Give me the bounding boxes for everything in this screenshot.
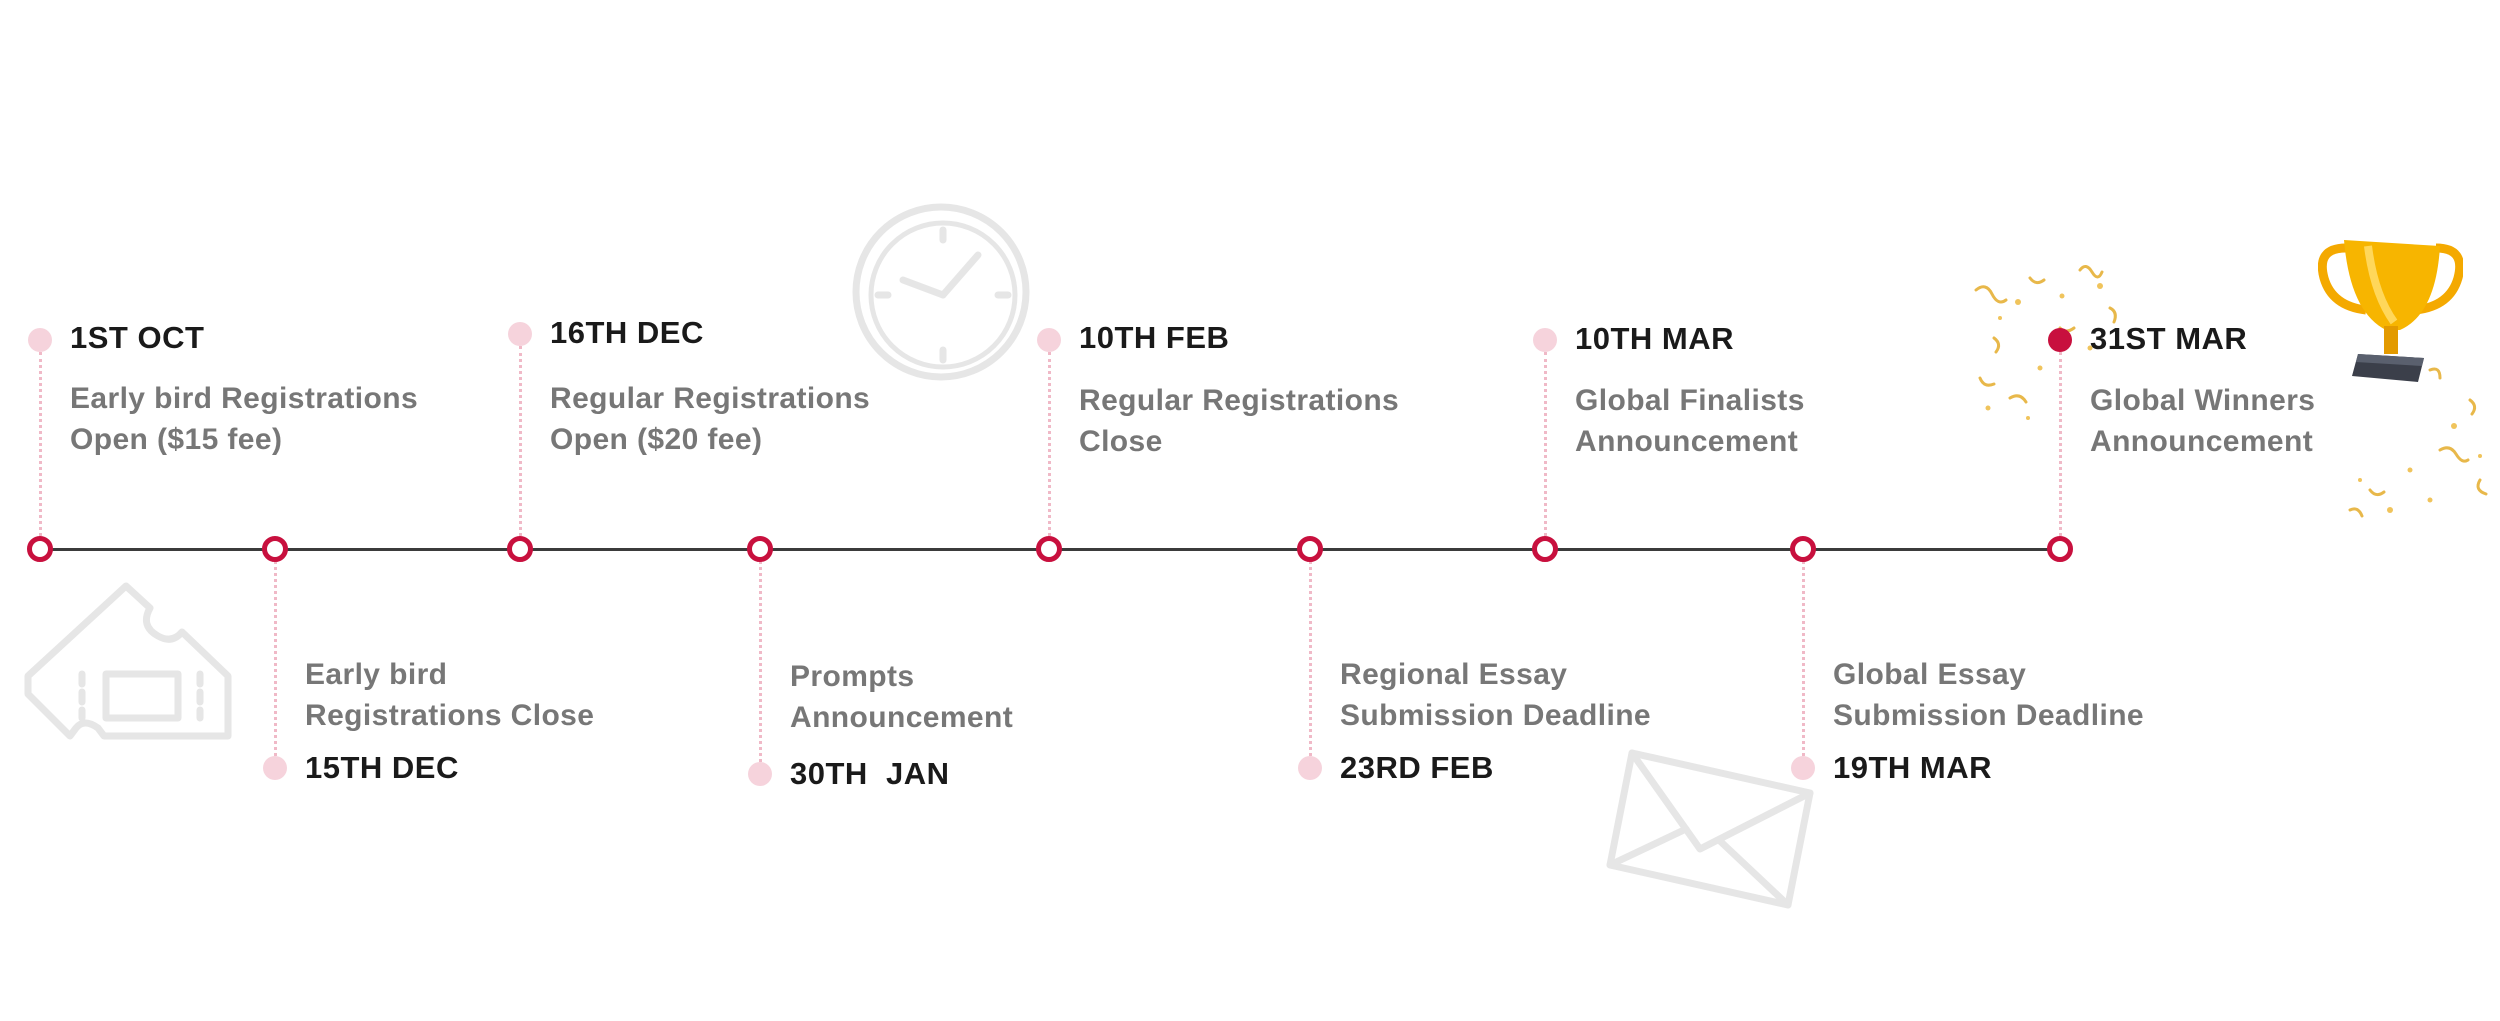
milestone-dot: [508, 322, 532, 346]
trophy-icon: [2318, 240, 2463, 382]
timeline-node: [1297, 536, 1323, 562]
timeline-node: [1790, 536, 1816, 562]
clock-icon: [852, 203, 1030, 381]
milestone-dot: [1037, 328, 1061, 352]
description-line: Regular Registrations: [1079, 384, 1400, 417]
description-line: Prompts: [790, 660, 915, 693]
envelope-icon: [1606, 749, 1814, 909]
description-line: Close: [1079, 425, 1163, 458]
milestone-connector: [274, 549, 277, 768]
description-line: Global Winners: [2090, 384, 2316, 417]
description-line: Open ($15 fee): [70, 423, 283, 456]
milestone-dot: [1298, 756, 1322, 780]
milestone-date: 19TH MAR: [1833, 750, 1993, 785]
milestone-connector: [1802, 549, 1805, 768]
description-line: Regular Registrations: [550, 382, 871, 415]
milestone-dot: [2048, 328, 2072, 352]
description-line: Announcement: [2090, 425, 2314, 458]
description-line: Announcement: [790, 701, 1014, 734]
description-line: Submission Deadline: [1340, 699, 1651, 732]
milestone-dot: [1533, 328, 1557, 352]
milestone-date: 16TH DEC: [550, 315, 704, 350]
timeline-node: [747, 536, 773, 562]
timeline-node: [1036, 536, 1062, 562]
milestone-dot: [1791, 756, 1815, 780]
description-line: Open ($20 fee): [550, 423, 763, 456]
milestone-dot: [28, 328, 52, 352]
milestone-connector: [1309, 549, 1312, 768]
description-line: Regional Essay: [1340, 658, 1568, 691]
description-line: Early bird: [305, 658, 448, 691]
milestone-dot: [748, 762, 772, 786]
milestone-date: 15TH DEC: [305, 750, 459, 785]
milestone-connector: [759, 549, 762, 774]
timeline-node: [27, 536, 53, 562]
milestone-date: 10TH FEB: [1079, 320, 1230, 355]
timeline-node: [262, 536, 288, 562]
ticket-icon: [24, 582, 232, 740]
timeline-node: [2047, 536, 2073, 562]
description-line: Submission Deadline: [1833, 699, 2144, 732]
milestone-date: 31ST MAR: [2090, 321, 2248, 356]
milestone-date: 30TH JAN: [790, 756, 950, 791]
milestone-dot: [263, 756, 287, 780]
milestone-date: 10TH MAR: [1575, 321, 1735, 356]
description-line: Announcement: [1575, 425, 1799, 458]
confetti-icon: [2348, 367, 2488, 518]
milestone-connector: [39, 352, 42, 549]
milestone-date: 1ST OCT: [70, 320, 205, 355]
description-line: Early bird Registrations: [70, 382, 419, 415]
milestone-connector: [1544, 352, 1547, 549]
milestone-connector: [2059, 352, 2062, 549]
description-line: Global Finalists: [1575, 384, 1805, 417]
milestone-connector: [519, 346, 522, 549]
description-line: Registrations Close: [305, 699, 595, 732]
milestone-date: 23RD FEB: [1340, 750, 1494, 785]
timeline-node: [1532, 536, 1558, 562]
milestone-connector: [1048, 352, 1051, 549]
description-line: Global Essay: [1833, 658, 2027, 691]
timeline-node: [507, 536, 533, 562]
